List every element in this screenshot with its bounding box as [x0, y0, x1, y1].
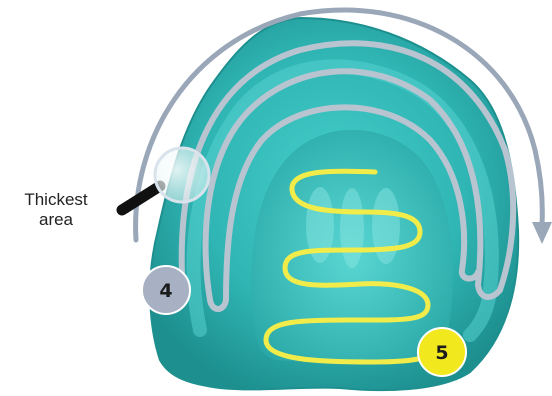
marker-end: 5 [418, 328, 466, 376]
direction-arrow-icon [532, 222, 552, 244]
marker-end-label: 5 [435, 342, 448, 364]
label-line-1: Thickest [8, 190, 104, 210]
marker-start-label: 4 [159, 280, 172, 302]
palate-highlight-right [372, 188, 400, 264]
palate-highlight-center [340, 188, 364, 268]
thickest-area-label: Thickest area [8, 190, 104, 230]
label-line-2: area [8, 210, 104, 230]
marker-start: 4 [142, 266, 190, 314]
